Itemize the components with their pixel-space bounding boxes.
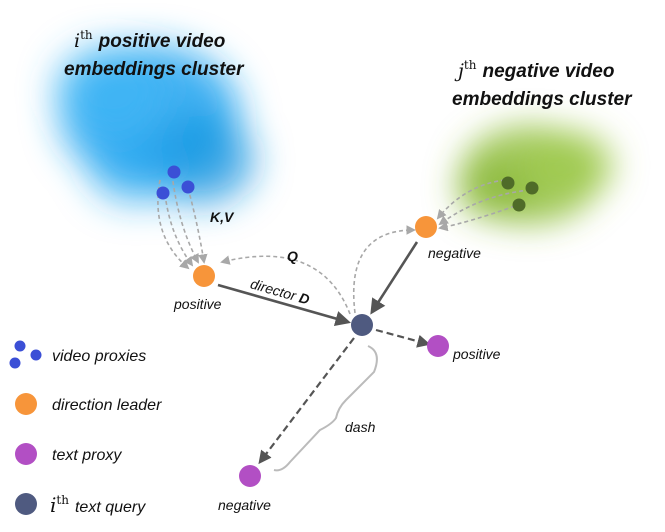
positive-leader-label: positive [173,296,222,312]
positive-cluster-title-line1: ith positive video [74,28,225,52]
positive-superscript: th [80,28,93,42]
legend: video proxies direction leader text prox… [9,340,162,517]
negative-proxy-label: negative [218,497,271,513]
negative-leader-label: negative [428,245,481,261]
negative-text-proxy [239,465,261,487]
negative-leader-arrow [370,241,419,315]
director-symbol: D [297,289,311,307]
legend-text-query-text: text query [75,499,146,516]
legend-text-query-base: i [50,493,56,517]
positive-title-text: positive video [98,31,226,52]
kv-label: K,V [210,209,235,225]
negative-proxy-arrows [436,179,531,232]
director-arrow [217,283,352,327]
legend-text-query-label: ith text query [50,493,146,517]
legend-video-proxies-label: video proxies [52,348,146,365]
positive-cluster-title-line2: embeddings cluster [64,59,245,80]
query-to-negative-leader-arrow [353,225,416,314]
legend-text-proxy-label: text proxy [52,447,122,464]
negative-superscript: th [464,58,477,72]
negative-superscript-base: j [454,60,464,82]
positive-superscript-base: i [74,30,80,52]
q-label: Q [287,248,298,264]
legend-text-query-sup: th [56,493,69,507]
dash-label: dash [345,419,376,435]
negative-cluster-title-line1: jth negative video [454,58,614,82]
legend-direction-leader-label: direction leader [52,397,162,414]
negative-cluster-cloud [455,125,615,225]
legend-text-query-icon [15,493,37,515]
dash-brace [273,345,378,472]
negative-direction-leader [415,216,437,238]
negative-video-proxies [501,176,539,212]
kv-arrows [157,173,208,270]
positive-proxy-label: positive [452,346,501,362]
text-query-node [351,314,373,336]
q-arrow [220,255,351,315]
legend-direction-leader-icon [15,393,37,415]
positive-direction-leader [193,265,215,287]
positive-video-proxies [156,165,195,200]
negative-title-text: negative video [482,61,614,82]
dash-to-negative-proxy-arrow [258,337,355,465]
legend-video-proxies-icon [9,340,42,369]
positive-text-proxy [427,335,449,357]
negative-cluster-title-line2: embeddings cluster [452,89,633,110]
dash-to-positive-proxy-arrow [375,328,431,348]
legend-text-proxy-icon [15,443,37,465]
